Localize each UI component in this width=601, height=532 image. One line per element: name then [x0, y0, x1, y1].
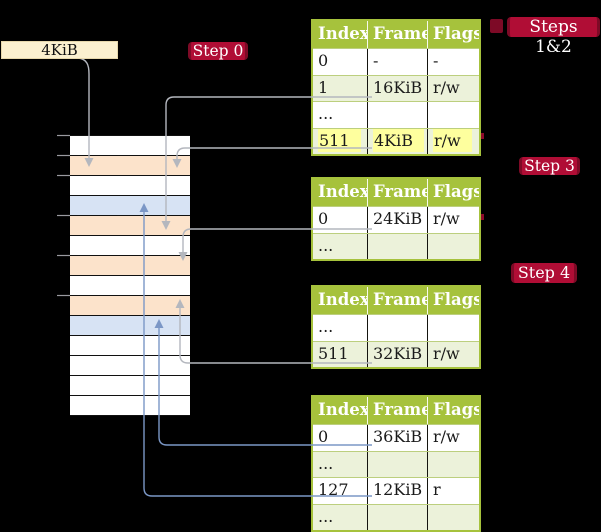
page-table-cell: 32KiB [367, 341, 427, 367]
memory-frame-row-5 [70, 236, 190, 256]
page-table-cell: ... [318, 235, 334, 255]
page-table-cell [427, 504, 479, 530]
memory-frame-row-10 [70, 336, 190, 356]
page-table-cell: 16KiB [367, 75, 427, 101]
memory-frame-row-11 [70, 356, 190, 376]
column-header-index: Index [318, 24, 367, 43]
memory-frame-row-9 [70, 316, 190, 336]
page-table-cell: r/w [427, 425, 479, 451]
page-table-cell: 36KiB [367, 425, 427, 451]
badge-steps-1-2: Steps 1&2 [507, 17, 600, 57]
column-header-frame: Frame [367, 179, 427, 206]
page-table-row: ... [313, 503, 479, 530]
page-table-row: ... [313, 232, 479, 259]
column-header-flags: Flags [427, 179, 479, 206]
page-table-row: ... [313, 450, 479, 477]
frame-size-label: 4KiB [1, 41, 118, 59]
memory-frame-row-1 [70, 156, 190, 176]
memory-frame-row-13 [70, 396, 190, 416]
column-header-index: Index [318, 400, 367, 419]
page-table-cell: 1 [318, 77, 329, 97]
page-table-row: ... [313, 101, 479, 128]
page-table-cell [367, 504, 427, 530]
column-header-flags: Flags [427, 287, 479, 314]
page-table-cell [427, 102, 479, 128]
memory-frame-row-7 [70, 276, 190, 296]
page-table-cell: 0 [318, 51, 329, 70]
red-step-marker [481, 214, 484, 220]
page-table-row: ... [313, 314, 479, 341]
page-table-cell [427, 451, 479, 477]
page-table-cell [427, 315, 479, 341]
page-table-cell: 127 [318, 480, 349, 499]
badge-step-3: Step 3 [519, 157, 580, 175]
page-table-cell [367, 233, 427, 259]
memory-frame-row-2 [70, 176, 190, 196]
badge-ribbon-cap [490, 19, 503, 33]
page-table-cell: r/w [427, 128, 479, 154]
page-table-cell: 0 [318, 427, 329, 446]
page-table-cell: r/w [427, 341, 479, 367]
column-header-flags: Flags [427, 21, 479, 48]
page-table-cell: r/w [427, 207, 479, 233]
physical-memory-column [70, 135, 190, 416]
page-table-row: 0 -- [313, 48, 479, 75]
column-header-frame: Frame [367, 21, 427, 48]
memory-frame-row-6 [70, 256, 190, 276]
memory-frame-row-8 [70, 296, 190, 316]
memory-frame-row-4 [70, 216, 190, 236]
page-table-cell [367, 315, 427, 341]
badge-step-0: Step 0 [188, 42, 248, 60]
page-table-cell: 511 [318, 343, 349, 363]
page-table-cell: 12KiB [367, 478, 427, 504]
page-table-cell [367, 102, 427, 128]
badge-step-4: Step 4 [511, 263, 577, 283]
red-step-marker [481, 133, 484, 139]
column-header-flags: Flags [427, 397, 479, 424]
page-table-cell: 24KiB [367, 207, 427, 233]
page-table-cell: 511 [313, 128, 367, 155]
page-table-cell: - [367, 49, 427, 75]
column-header-index: Index [318, 290, 367, 309]
page-table-cell: ... [318, 104, 334, 123]
memory-boundary-ticks [57, 134, 70, 297]
memory-frame-row-3 [70, 196, 190, 216]
memory-frame-row-12 [70, 376, 190, 396]
page-table-cell: r/w [427, 75, 479, 101]
column-header-index: Index [318, 182, 367, 201]
page-table-cell: ... [318, 506, 334, 526]
page-table-cell: 4KiB [367, 128, 427, 154]
page-table-cell [367, 451, 427, 477]
page-table-cell: ... [318, 453, 334, 473]
page-table-cell: ... [318, 317, 334, 336]
column-header-frame: Frame [367, 287, 427, 314]
page-table-cell: 0 [318, 209, 329, 228]
page-table-cell: - [427, 49, 479, 75]
page-table-cell: r [427, 478, 479, 504]
page-table-cell [427, 233, 479, 259]
memory-frame-row-0 [70, 136, 190, 156]
column-header-frame: Frame [367, 397, 427, 424]
